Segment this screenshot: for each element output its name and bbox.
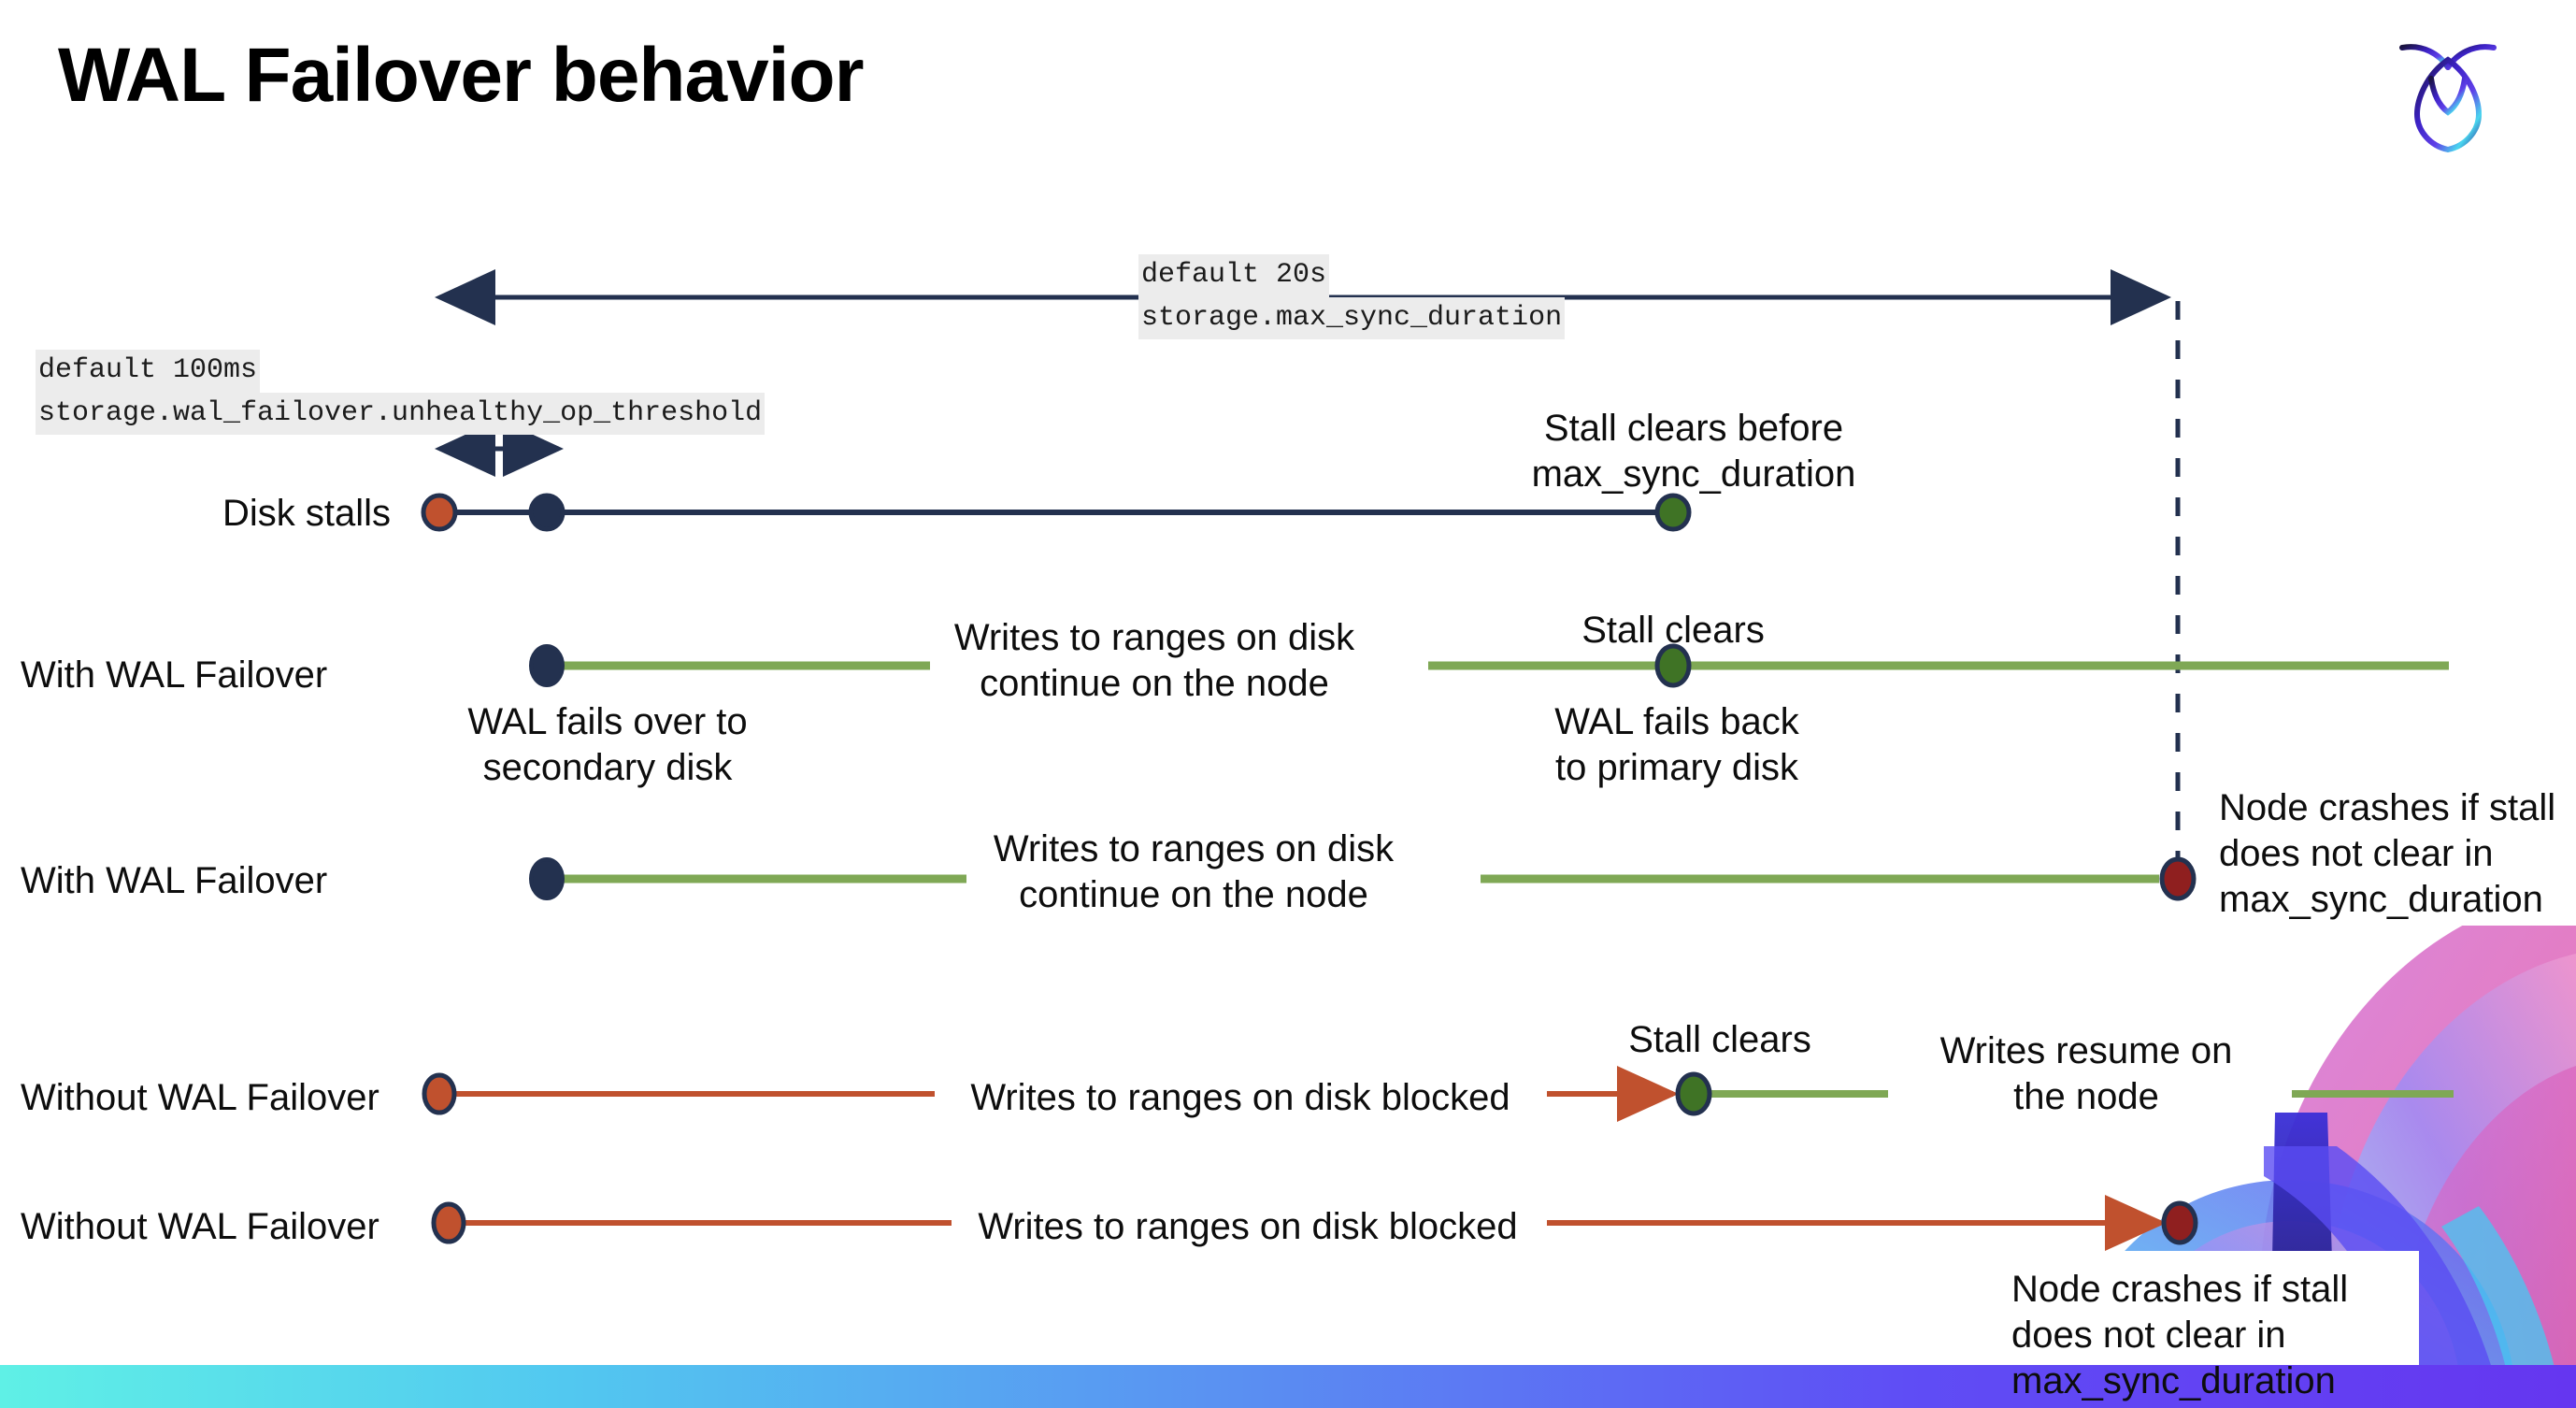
row-label-without-wal-failover-2: Without WAL Failover xyxy=(21,1206,379,1247)
unhealthy-op-threshold-default: default 100ms xyxy=(36,350,261,393)
annotation-line: max_sync_duration xyxy=(1531,453,1856,495)
annotation-line: does not clear in xyxy=(2219,832,2494,874)
row-label-with-wal-failover-1: With WAL Failover xyxy=(21,654,328,696)
row1-stall-clear-dot xyxy=(1654,493,1692,532)
annotation-writes-continue-2: Writes to ranges on disk continue on the… xyxy=(974,826,1413,918)
annotation-line: Writes resume on xyxy=(1939,1030,2233,1071)
row-label-with-wal-failover-2: With WAL Failover xyxy=(21,860,328,901)
annotation-line: Node crashes if stall xyxy=(2219,787,2556,828)
annotation-line: Stall clears xyxy=(1628,1019,1811,1060)
annotation-wal-fails-over: WAL fails over to secondary disk xyxy=(430,699,785,791)
annotation-writes-blocked-1: Writes to ranges on disk blocked xyxy=(937,1075,1544,1121)
row3-failover-dot xyxy=(529,857,565,900)
max-sync-duration-callout: default 20s storage.max_sync_duration xyxy=(1138,254,1566,339)
annotation-line: Writes to ranges on disk blocked xyxy=(970,1077,1510,1118)
annotation-line: WAL fails back xyxy=(1554,701,1799,742)
row2-stall-clear-dot xyxy=(1654,643,1692,688)
row-label-without-wal-failover-1: Without WAL Failover xyxy=(21,1077,379,1118)
annotation-stall-clears-1: Stall clears xyxy=(1542,608,1804,654)
row4-stall-start-dot xyxy=(422,1072,457,1115)
row1-failover-dot xyxy=(528,493,565,532)
row-label-disk-stalls: Disk stalls xyxy=(222,493,392,534)
annotation-line: max_sync_duration xyxy=(2219,878,2543,920)
annotation-stall-clears-before: Stall clears before max_sync_duration xyxy=(1507,406,1881,497)
unhealthy-op-threshold-callout: default 100ms storage.wal_failover.unhea… xyxy=(36,350,766,435)
annotation-line: to primary disk xyxy=(1554,746,1799,788)
row3-node-crash-dot xyxy=(2159,856,2197,901)
annotation-line: secondary disk xyxy=(482,746,733,788)
page-title: WAL Failover behavior xyxy=(58,33,865,118)
annotation-line: the node xyxy=(2013,1075,2159,1117)
annotation-line: max_sync_duration xyxy=(2011,1359,2336,1401)
annotation-writes-resume: Writes resume on the node xyxy=(1927,1028,2245,1120)
bottom-gradient-bar xyxy=(0,1365,2576,1408)
annotation-node-crashes-1: Node crashes if stall does not clear in … xyxy=(2219,785,2574,922)
max-sync-duration-setting: storage.max_sync_duration xyxy=(1138,296,1566,339)
annotation-line: Writes to ranges on disk blocked xyxy=(978,1206,1518,1247)
annotation-line: Stall clears xyxy=(1581,610,1765,651)
annotation-line: continue on the node xyxy=(980,662,1329,704)
row5-stall-start-dot xyxy=(431,1201,466,1244)
annotation-line: WAL fails over to xyxy=(467,701,748,742)
annotation-wal-fails-back: WAL fails back to primary disk xyxy=(1499,699,1854,791)
row1-stall-start-dot xyxy=(421,493,458,532)
annotation-line: does not clear in xyxy=(2011,1314,2286,1356)
row5-node-crash-dot xyxy=(2161,1200,2198,1245)
annotation-line: Node crashes if stall xyxy=(2011,1269,2349,1310)
annotation-line: continue on the node xyxy=(1019,873,1368,915)
annotation-writes-blocked-2: Writes to ranges on disk blocked xyxy=(944,1204,1552,1250)
row4-stall-clear-dot xyxy=(1675,1071,1712,1116)
annotation-writes-continue-1: Writes to ranges on disk continue on the… xyxy=(935,615,1374,707)
cockroach-labs-logo-icon xyxy=(2399,44,2497,153)
annotation-node-crashes-2: Node crashes if stall does not clear in … xyxy=(2011,1267,2404,1403)
annotation-line: Writes to ranges on disk xyxy=(953,617,1355,658)
unhealthy-op-threshold-setting: storage.wal_failover.unhealthy_op_thresh… xyxy=(36,392,766,435)
annotation-stall-clears-2: Stall clears xyxy=(1589,1017,1851,1063)
row2-failover-dot xyxy=(529,644,565,687)
annotation-line: Stall clears before xyxy=(1543,408,1844,449)
max-sync-duration-default: default 20s xyxy=(1138,254,1330,297)
annotation-line: Writes to ranges on disk xyxy=(993,828,1395,869)
